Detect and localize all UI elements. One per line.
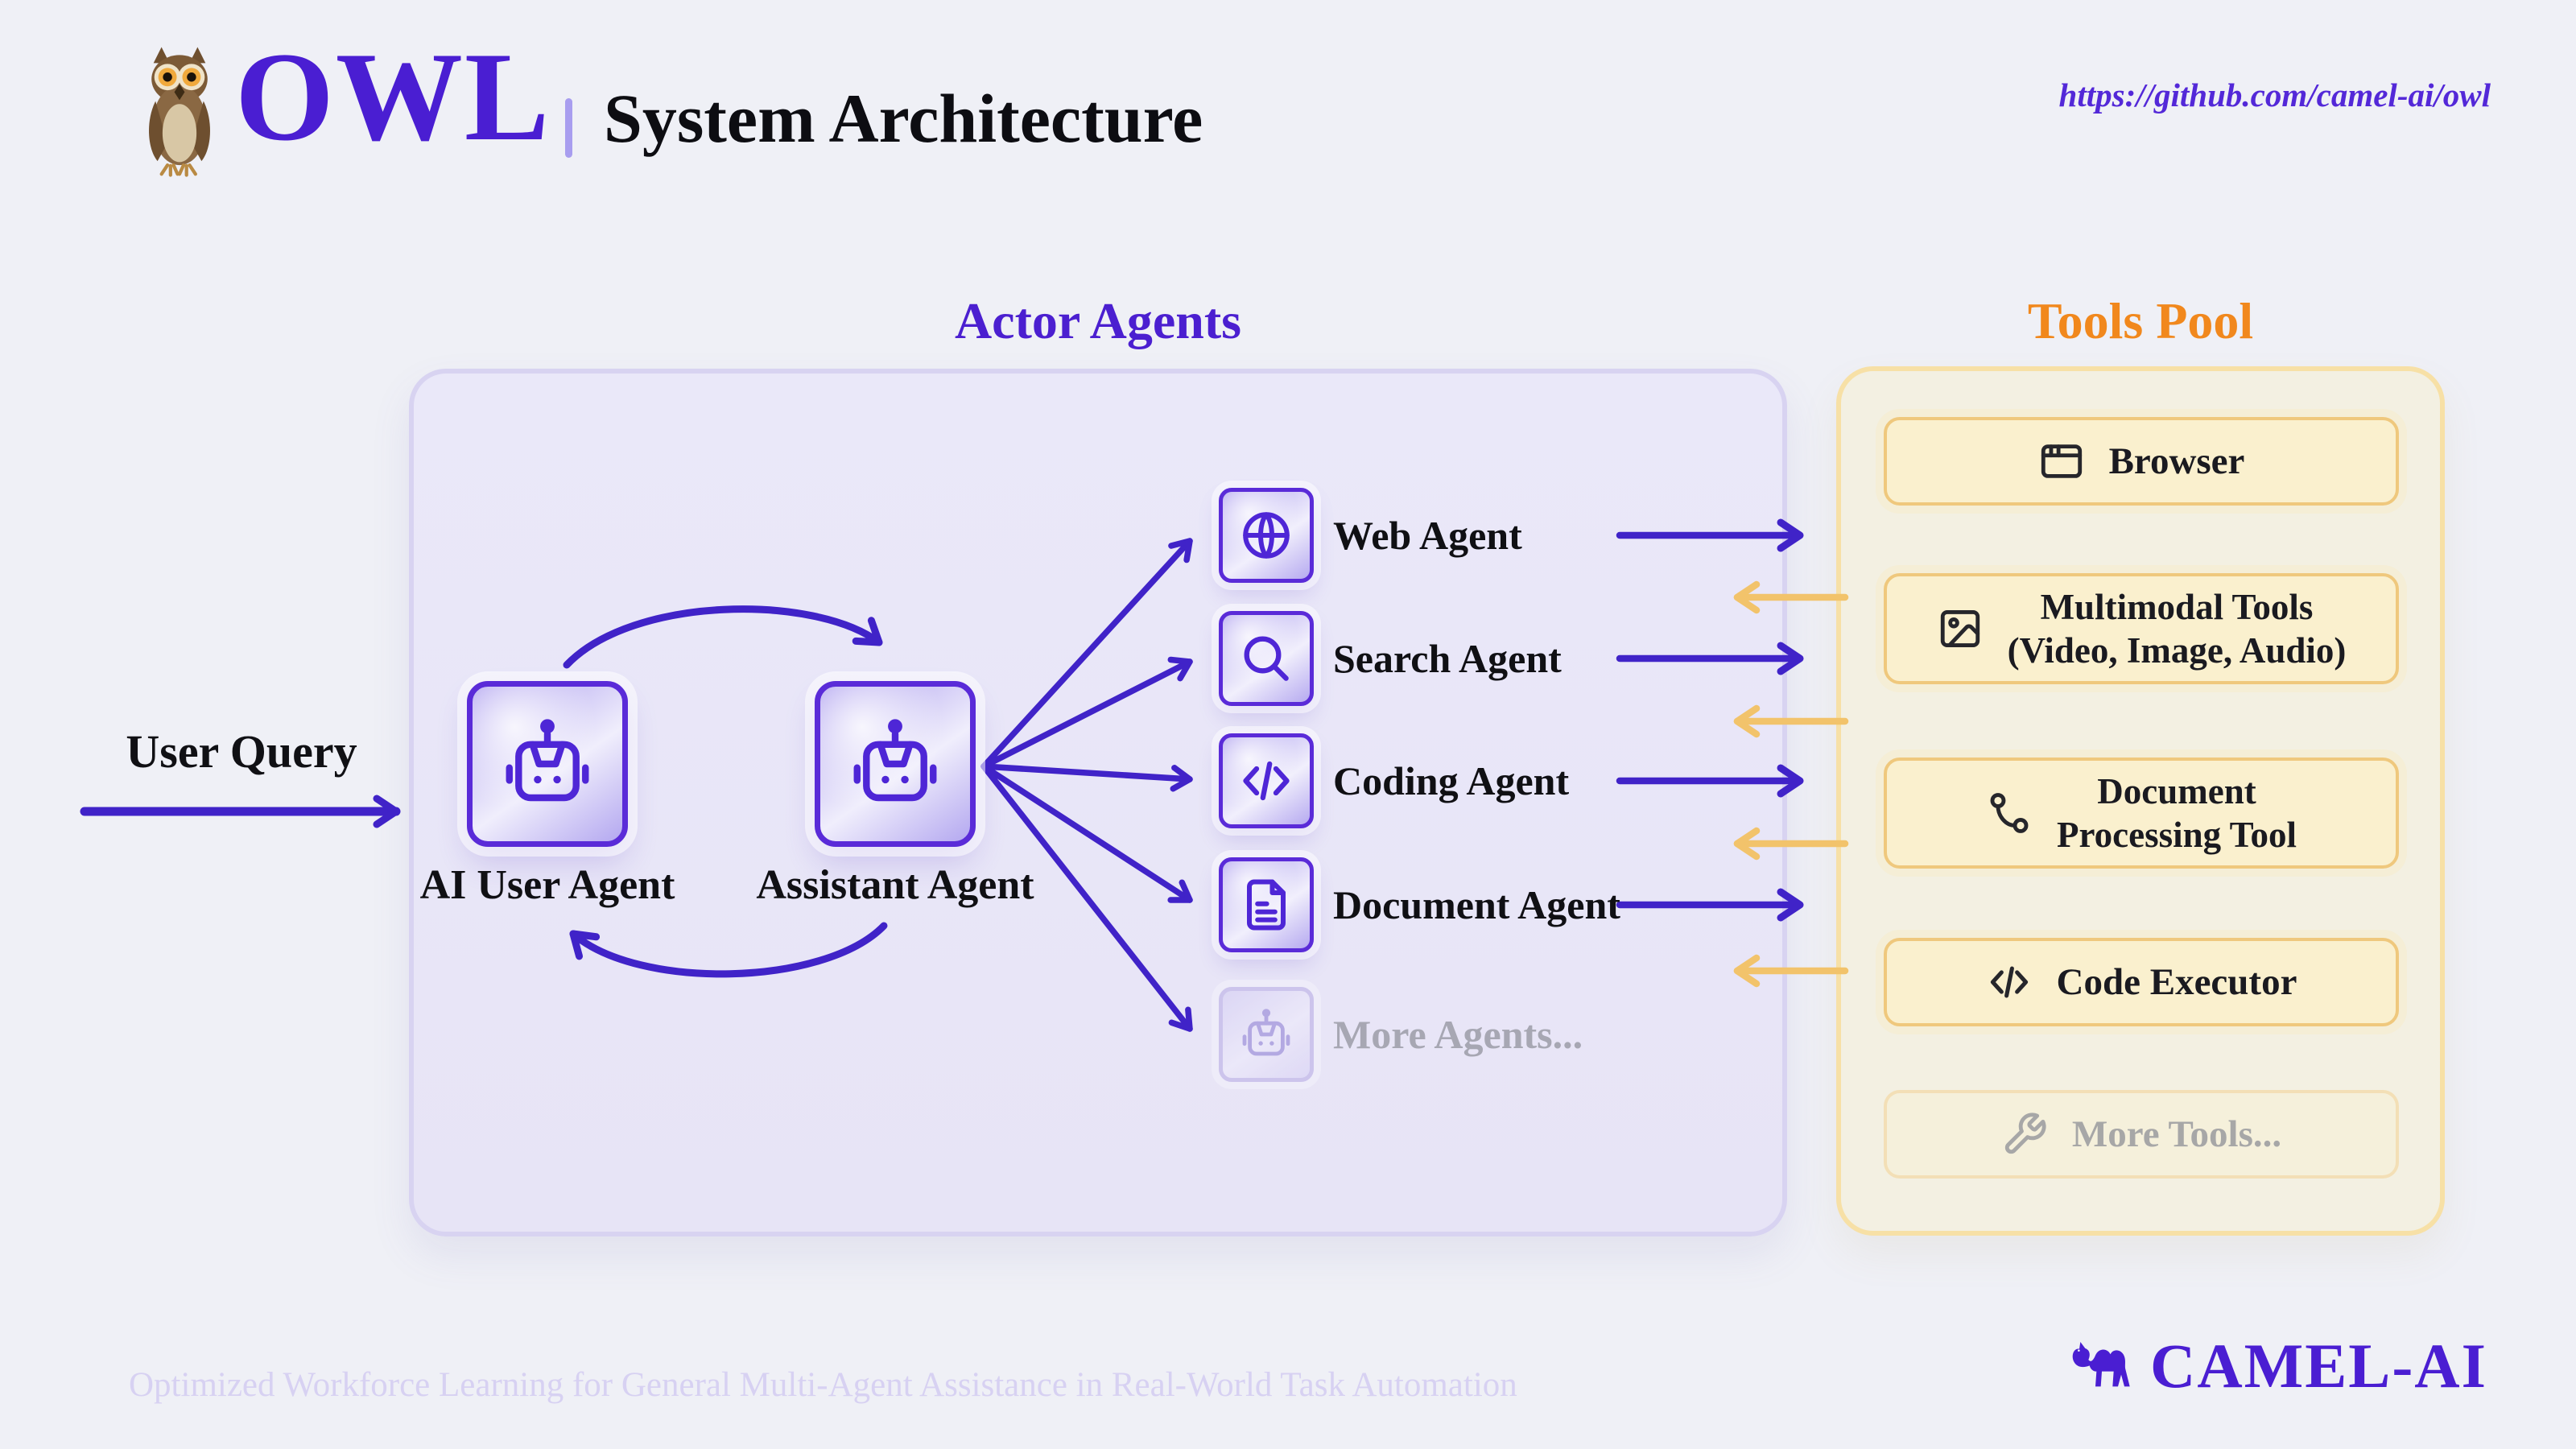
- document-icon: [1237, 876, 1295, 934]
- logo-text: OWL: [235, 27, 551, 167]
- web-agent-tile: [1219, 488, 1314, 583]
- brand-name: CAMEL-AI: [2150, 1331, 2487, 1401]
- owl-icon: [149, 47, 210, 177]
- search-agent-tile: [1219, 611, 1314, 706]
- robot-icon: [844, 713, 946, 815]
- coding-agent-label: Coding Agent: [1333, 758, 1570, 803]
- tools-pool-title: Tools Pool: [2027, 292, 2254, 349]
- assistant-agent-card: [815, 681, 976, 847]
- actor-agents-title: Actor Agents: [954, 292, 1242, 349]
- camel-icon: [2072, 1342, 2130, 1387]
- code-icon: [1237, 752, 1295, 810]
- browser-icon: [2038, 438, 2085, 485]
- web-agent-label: Web Agent: [1333, 513, 1522, 558]
- tool-label: Browser: [2108, 440, 2245, 482]
- more-agents-tile: [1219, 987, 1314, 1082]
- multimodal-tools-card: Multimodal Tools(Video, Image, Audio): [1884, 573, 2399, 684]
- logo-divider: [565, 98, 572, 158]
- globe-icon: [1237, 506, 1295, 564]
- code-icon: [1986, 959, 2033, 1005]
- tool-label: More Tools...: [2071, 1113, 2282, 1155]
- user-query-label: User Query: [126, 725, 357, 778]
- more-tools-card: More Tools...: [1884, 1090, 2399, 1179]
- tool-label: Document: [2097, 771, 2256, 811]
- spline-icon: [1986, 790, 2033, 836]
- robot-icon: [1237, 1005, 1295, 1063]
- browser-tool-card: Browser: [1884, 417, 2399, 506]
- wrench-icon: [2001, 1111, 2048, 1158]
- document-agent-tile: [1219, 857, 1314, 952]
- search-agent-label: Search Agent: [1333, 636, 1562, 681]
- document-agent-label: Document Agent: [1333, 882, 1620, 927]
- robot-icon: [497, 713, 598, 815]
- repo-link[interactable]: https://github.com/camel-ai/owl: [2058, 76, 2491, 114]
- tagline: Optimized Workforce Learning for General…: [129, 1366, 1517, 1404]
- code-executor-tool-card: Code Executor: [1884, 938, 2399, 1026]
- ai-user-agent-label: AI User Agent: [419, 862, 675, 908]
- page-title: System Architecture: [604, 80, 1203, 157]
- coding-agent-tile: [1219, 733, 1314, 828]
- ai-user-agent-card: [467, 681, 628, 847]
- assistant-agent-label: Assistant Agent: [756, 862, 1034, 908]
- search-icon: [1237, 630, 1295, 687]
- image-icon: [1937, 605, 1984, 652]
- tool-label: Code Executor: [2056, 960, 2297, 1003]
- brand-logo: CAMEL-AI: [2066, 1335, 2487, 1397]
- tool-label: Multimodal Tools: [2040, 587, 2314, 627]
- more-agents-label: More Agents...: [1333, 1012, 1583, 1057]
